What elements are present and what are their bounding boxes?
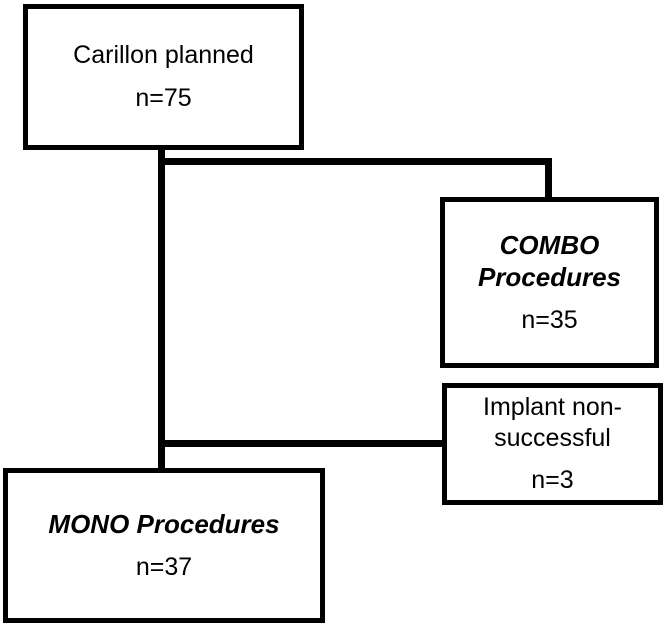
carillon-count: n=75 xyxy=(135,83,192,112)
connector-main-vertical xyxy=(158,148,165,470)
mono-label: MONO Procedures xyxy=(48,509,280,540)
connector-combo-vertical xyxy=(545,158,552,200)
connector-combo-horizontal xyxy=(158,158,552,165)
connector-implant-horizontal xyxy=(158,440,446,447)
implant-label: Implant non-successful xyxy=(483,392,622,452)
box-combo-procedures: COMBO Procedures n=35 xyxy=(440,197,659,368)
box-carillon-planned: Carillon planned n=75 xyxy=(23,4,304,150)
mono-count: n=37 xyxy=(135,552,193,581)
box-implant-nonsuccessful: Implant non-successful n=3 xyxy=(442,383,663,505)
combo-label: COMBO Procedures xyxy=(477,229,622,293)
carillon-label: Carillon planned xyxy=(73,41,254,70)
implant-count: n=3 xyxy=(531,466,574,495)
combo-count: n=35 xyxy=(521,305,578,334)
box-mono-procedures: MONO Procedures n=37 xyxy=(3,468,325,623)
